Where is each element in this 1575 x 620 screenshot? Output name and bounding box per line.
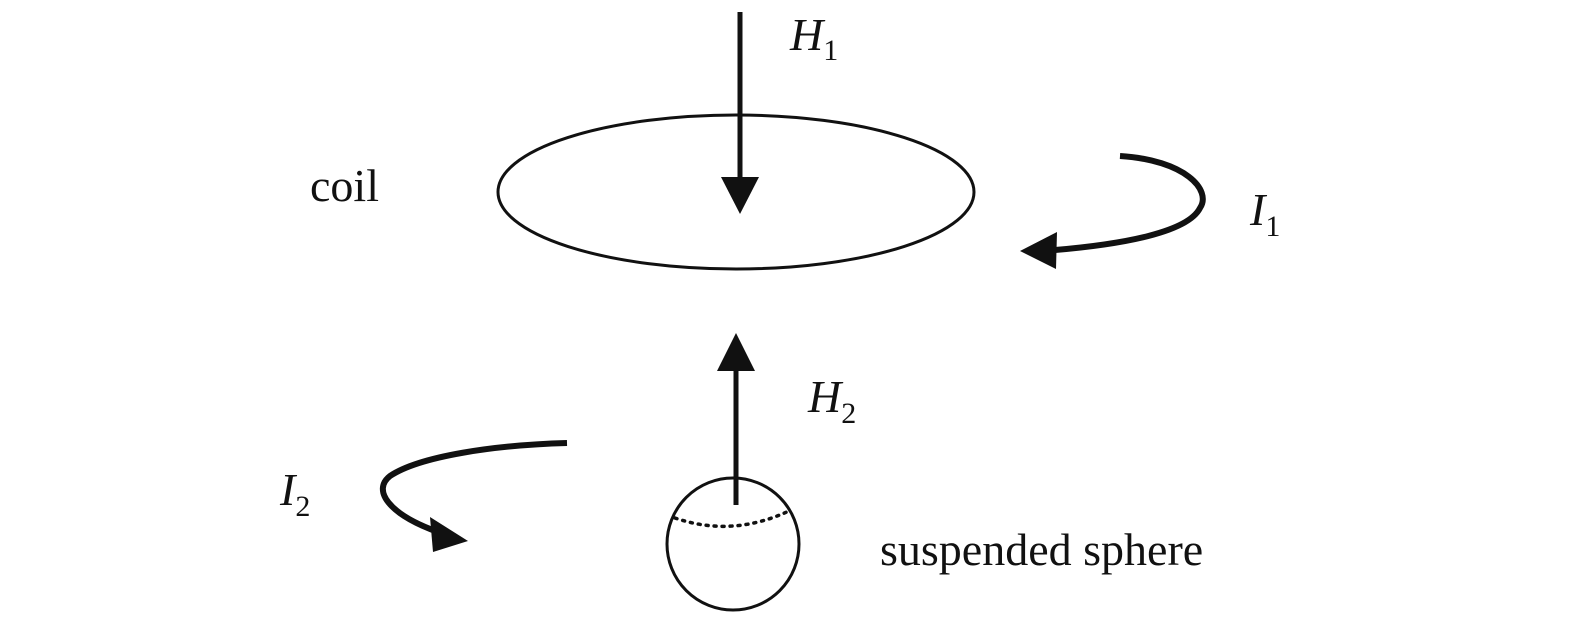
h2-arrow: [717, 333, 755, 505]
h2-subscript: 2: [841, 397, 856, 430]
suspended-sphere: [665, 476, 801, 612]
h1-label: H1: [789, 9, 838, 67]
i1-label: I1: [1249, 184, 1280, 243]
i2-subscript: 2: [295, 490, 310, 523]
coil-ellipse: [496, 113, 976, 271]
h1-symbol: H: [789, 9, 826, 60]
i2-symbol: I: [279, 464, 298, 515]
i1-symbol: I: [1249, 184, 1268, 235]
sphere-equator-dotted: [673, 508, 793, 529]
h1-subscript: 1: [823, 34, 838, 67]
h2-label: H2: [807, 371, 856, 430]
h2-symbol: H: [807, 371, 844, 422]
i1-subscript: 1: [1265, 210, 1280, 243]
sphere-label: suspended sphere: [880, 524, 1203, 575]
i2-arrow: [379, 440, 568, 552]
coil-label: coil: [310, 160, 379, 211]
i2-label: I2: [279, 464, 310, 523]
h1-arrow: [721, 12, 759, 214]
i1-arrow: [1020, 153, 1206, 269]
